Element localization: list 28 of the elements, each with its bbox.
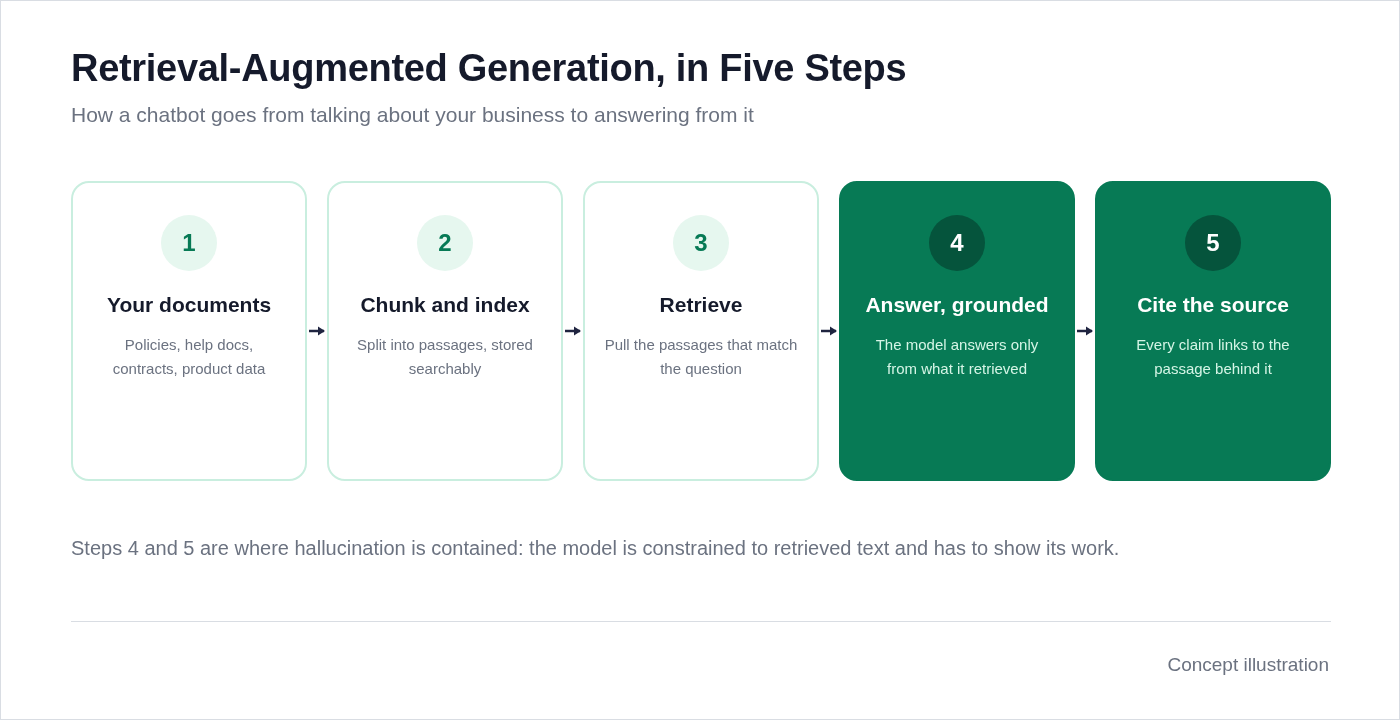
subtitle: How a chatbot goes from talking about your business to answering from it (71, 103, 754, 127)
step-number: 4 (929, 215, 985, 271)
step-description: Split into passages, stored searchably (356, 335, 534, 379)
arrow (821, 326, 837, 336)
step-heading: Chunk and index (360, 293, 530, 317)
step-card (839, 181, 1075, 481)
step-number: 2 (417, 215, 473, 271)
arrow (565, 326, 581, 336)
arrow (309, 326, 325, 336)
step-number: 5 (1185, 215, 1241, 271)
step-card (71, 181, 307, 481)
step-heading: Cite the source (1137, 293, 1289, 317)
step-description: Pull the passages that match the question (603, 335, 799, 379)
step-description: The model answers only from what it retrieved (874, 335, 1040, 379)
step-heading: Answer, grounded (865, 293, 1049, 317)
step-number: 1 (161, 215, 217, 271)
title: Retrieval-Augmented Generation, in Five Steps (71, 47, 907, 90)
arrow (1077, 326, 1093, 336)
step-card (327, 181, 563, 481)
step-card (1095, 181, 1331, 481)
step-description: Every claim links to the passage behind it (1135, 335, 1291, 379)
footnote: Steps 4 and 5 are where hallucination is contained: the model is constrained to retrieved text and has to show its work. (71, 537, 1120, 560)
step-number: 3 (673, 215, 729, 271)
step-heading: Your documents (106, 293, 272, 317)
footer-note: Concept illustration (1167, 654, 1329, 676)
step-card (583, 181, 819, 481)
step-heading: Retrieve (659, 293, 743, 317)
step-description: Policies, help docs, contracts, product data (111, 335, 267, 379)
